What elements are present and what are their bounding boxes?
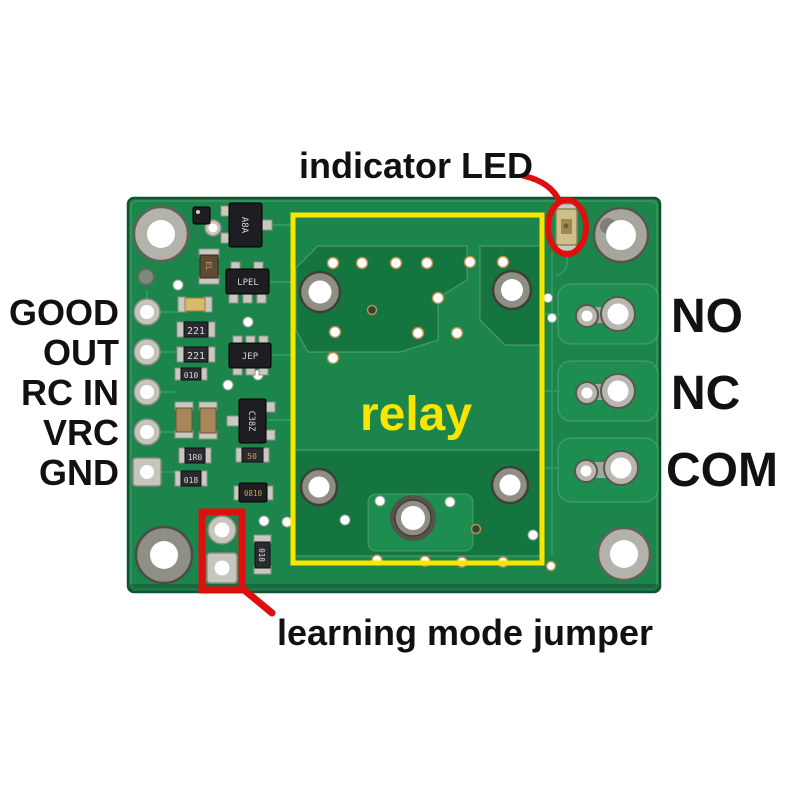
pad-no [575, 296, 636, 332]
right-pin-pads [574, 296, 639, 486]
components: A8A EL LPEL [174, 202, 276, 575]
mounting-hole-bottom-right [596, 526, 652, 582]
c1-marking: EL [204, 261, 213, 271]
traces [146, 224, 568, 555]
mounting-hole-top-left [132, 205, 190, 263]
label-good: GOOD [9, 292, 119, 333]
jumper-callout-box [198, 508, 246, 594]
left-pin-pads [132, 268, 162, 487]
learning-mode-jumper-pads [206, 515, 238, 584]
diode-d2: 0810 [233, 482, 274, 503]
resistor-r3: 010 [174, 367, 208, 381]
relay-outline [290, 212, 545, 566]
pad-vrc [133, 418, 161, 446]
jumper-callout-line [239, 585, 276, 617]
transistor-q1: A8A [220, 202, 273, 248]
label-no: NO [671, 290, 743, 343]
cap-c2 [174, 401, 194, 439]
transistor-q2: C38Z [226, 398, 276, 444]
label-out: OUT [43, 332, 119, 373]
cap-c3 [198, 401, 218, 440]
label-nc: NC [671, 367, 740, 420]
pad-nc [575, 373, 636, 409]
pad-gnd [132, 457, 162, 487]
d2-marking: 0810 [244, 489, 263, 498]
label-vrc: VRC [43, 412, 119, 453]
diode-d1: 50 [235, 447, 270, 463]
pcb-board: A8A EL LPEL [126, 196, 662, 594]
resistor-r2: 221 [176, 346, 216, 363]
r3-marking: 010 [184, 371, 199, 380]
pad-rcin [133, 378, 161, 406]
q2-marking: C38Z [246, 411, 256, 431]
resistor-r5: 018 [174, 470, 208, 487]
q1-marking: A8A [239, 217, 249, 234]
resistor-r4: 1R0 [178, 447, 212, 464]
chip-dot [192, 206, 211, 225]
label-rcin: RC IN [21, 372, 119, 413]
r5-marking: 018 [184, 476, 199, 485]
r2-marking: 221 [187, 351, 205, 362]
d1-marking: 50 [247, 452, 257, 461]
label-com: COM [666, 444, 778, 497]
ic2: JEP [228, 335, 272, 376]
pad-out [133, 338, 161, 366]
r1-marking: 221 [187, 326, 205, 337]
pcb-bottom-shade [130, 584, 658, 590]
r4-marking: 1R0 [188, 453, 203, 462]
resistor-r6: 010 [253, 534, 272, 575]
learning-mode-jumper-label: learning mode jumper [277, 612, 653, 653]
right-pin-labels: NO NC COM [666, 290, 778, 497]
ic2-marking: JEP [242, 352, 259, 362]
cap-c1: EL [198, 248, 220, 285]
pad-com [574, 450, 639, 486]
ic1-marking: LPEL [237, 278, 259, 288]
pad-good [133, 298, 161, 326]
cap-yellow [177, 296, 213, 313]
r6-marking: 010 [257, 548, 266, 562]
annotation-layer: relay indicator LED learning mode jumper… [9, 145, 778, 653]
small-hole [137, 268, 155, 286]
led-callout-line [521, 173, 563, 205]
indicator-led [555, 203, 578, 252]
label-gnd: GND [39, 452, 119, 493]
left-pin-labels: GOOD OUT RC IN VRC GND [9, 292, 119, 493]
resistor-r1: 221 [176, 321, 216, 338]
led-callout-circle [545, 197, 589, 257]
mounting-hole-bottom-left [134, 525, 194, 585]
mounting-holes [132, 205, 652, 585]
relay-label: relay [360, 388, 472, 441]
mounting-hole-top-right [592, 206, 650, 264]
indicator-led-label: indicator LED [299, 145, 533, 186]
ic1: LPEL [225, 261, 270, 304]
relay-pads [298, 269, 533, 541]
